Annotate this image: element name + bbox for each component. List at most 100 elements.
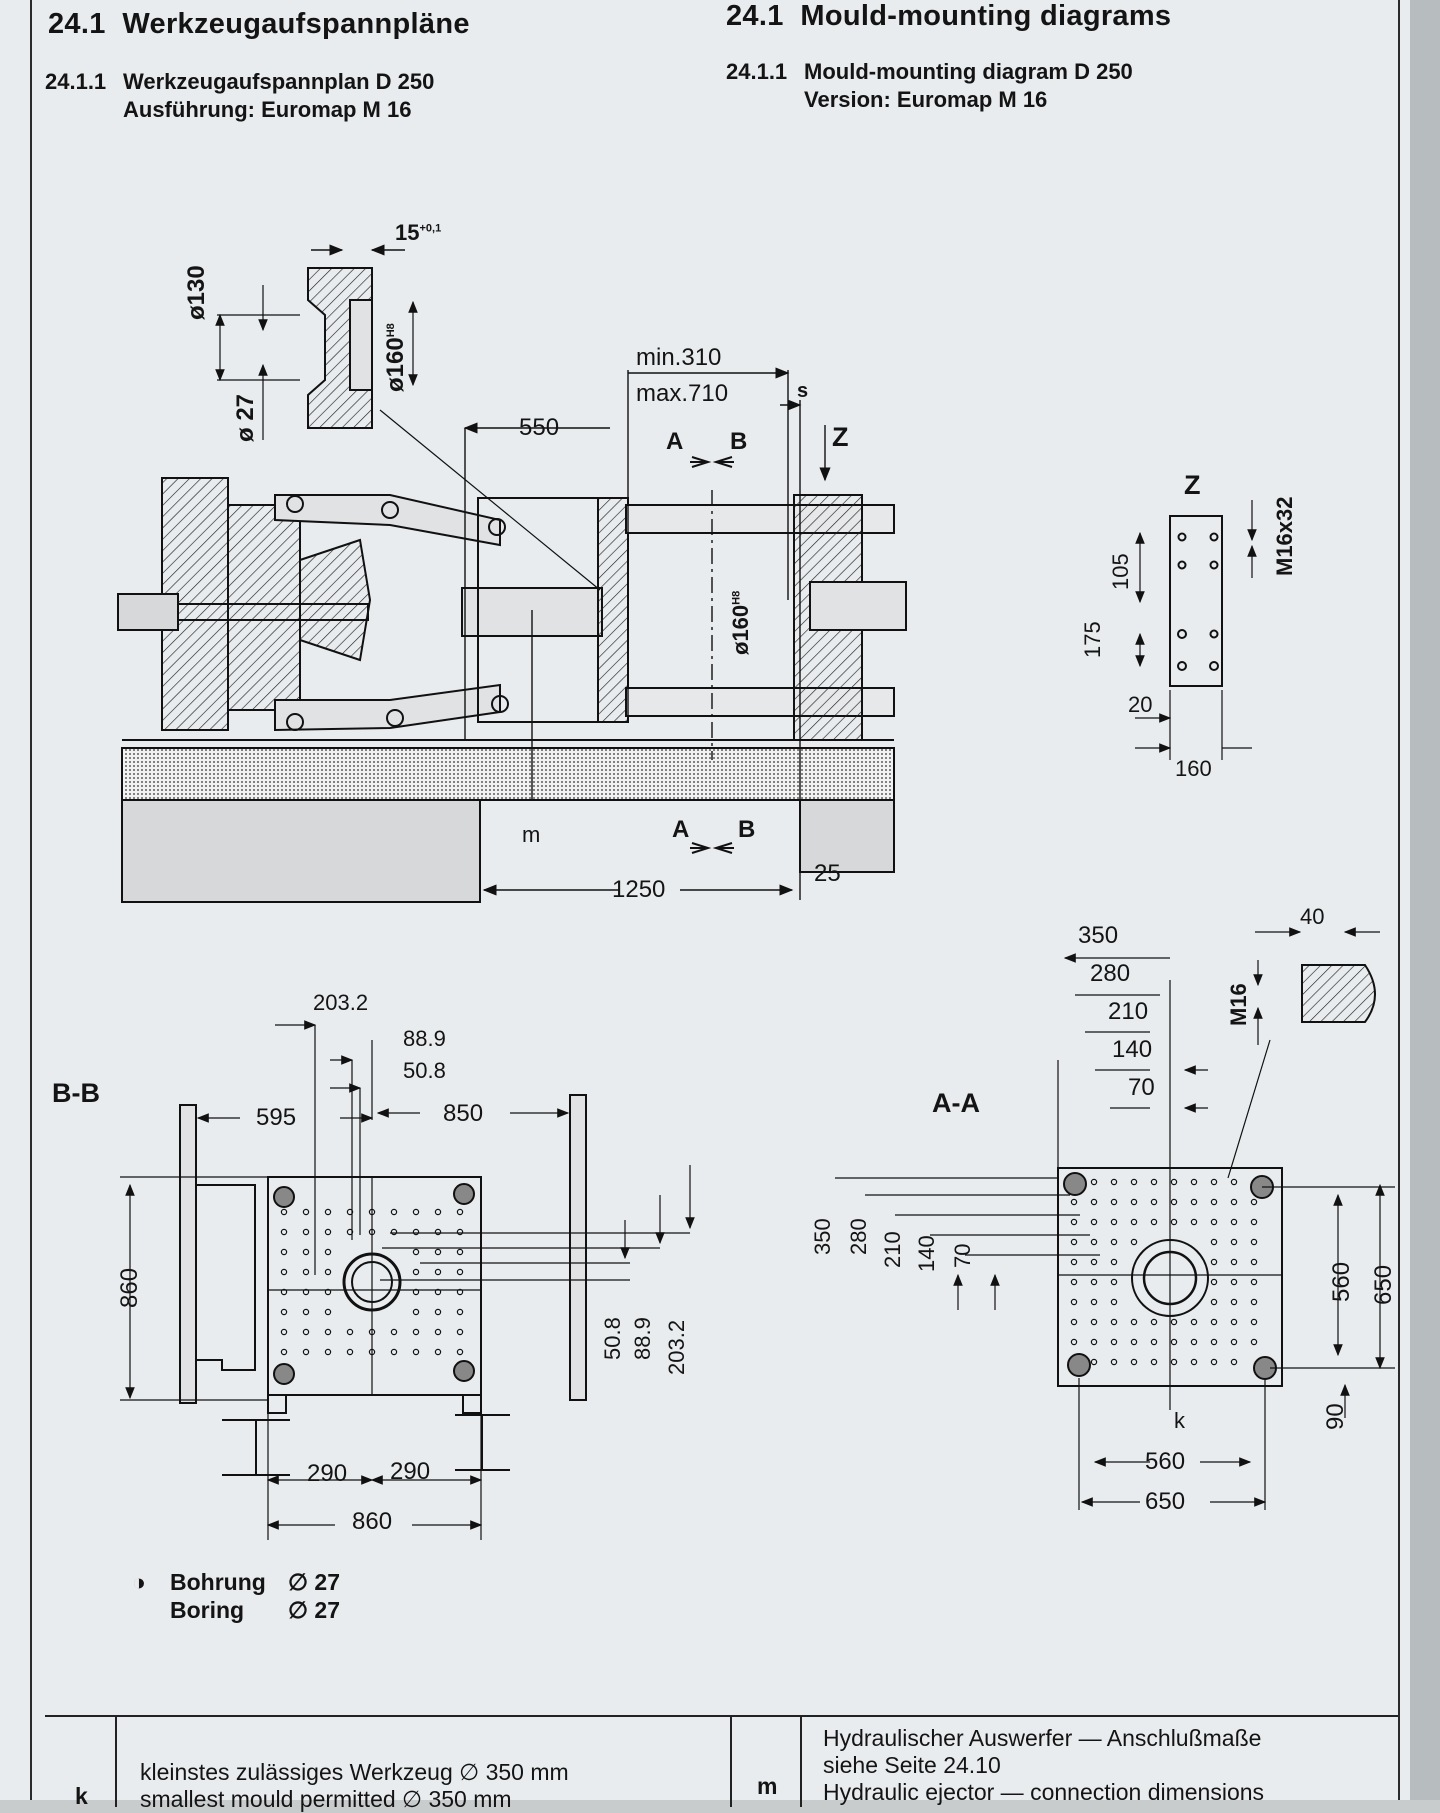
mounting-hole [1230,1258,1238,1266]
mounting-hole [324,1208,332,1216]
en-section-heading: 24.1 Mould-mounting diagrams [726,0,1171,33]
mounting-hole [1230,1178,1238,1186]
mounting-hole [1090,1358,1098,1366]
aa-dim-280-v: 280 [846,1218,871,1255]
mounting-hole [1090,1178,1098,1186]
detail-z-160: 160 [1175,756,1212,781]
mounting-hole [1210,1218,1218,1226]
mounting-hole [280,1308,288,1316]
bb-dim-50-8-top: 50.8 [403,1058,446,1083]
mounting-hole [1110,1218,1118,1226]
mounting-hole [1250,1218,1258,1226]
legend-en-value: ∅ 27 [288,1597,341,1623]
mounting-hole [1090,1218,1098,1226]
aa-dim-70: 70 [1128,1074,1155,1101]
mounting-hole [324,1328,332,1336]
label-m: m [522,822,541,847]
mounting-hole [302,1328,310,1336]
mounting-hole [1110,1238,1118,1246]
label-s: s [797,380,809,402]
en-section-number: 24.1 [726,0,784,32]
mounting-hole [324,1248,332,1256]
section-b-top: B [730,428,748,455]
footer-divider-2 [730,1717,732,1807]
footer-m-letter: m [757,1773,778,1799]
mounting-hole [1150,1198,1158,1206]
legend: ◑Bohrung∅ 27 Boring∅ 27 [132,1568,340,1624]
section-bb-view [120,1020,695,1540]
detail-z-20: 20 [1128,692,1153,717]
en-sub-title-line1: Mould-mounting diagram D 250 [804,59,1133,84]
en-sub-number: 24.1.1 [726,59,788,84]
mounting-hole [434,1288,442,1296]
mounting-hole [1070,1298,1078,1306]
mounting-hole [1170,1198,1178,1206]
mounting-hole [434,1308,442,1316]
mounting-hole [302,1288,310,1296]
footer-m-text-3: Hydraulic ejector — connection dimension… [823,1779,1265,1805]
label-z: Z [832,422,849,452]
mounting-hole [1250,1318,1258,1326]
de-section-title: Werkzeugaufspannpläne [122,8,470,40]
machine-bed [121,747,895,801]
mounting-hole [1090,1198,1098,1206]
mounting-hole [1230,1218,1238,1226]
mounting-hole [1230,1358,1238,1366]
mounting-hole [1070,1218,1078,1226]
side-view [117,244,907,903]
aa-label-k: k [1174,1408,1185,1433]
mounting-hole [390,1348,398,1356]
mounting-hole [1070,1278,1078,1286]
mounting-hole [1250,1198,1258,1206]
bb-dim-850: 850 [443,1100,484,1127]
mounting-hole [302,1208,310,1216]
mounting-hole [1090,1238,1098,1246]
mounting-hole [1110,1178,1118,1186]
mounting-hole [1170,1178,1178,1186]
footer-m-text-1: Hydraulischer Auswerfer — Anschlußmaße [823,1725,1262,1751]
mounting-hole [1130,1338,1138,1346]
mounting-hole [1090,1258,1098,1266]
legend-de-value: ∅ 27 [288,1569,341,1595]
section-bb-title: B-B [52,1078,100,1108]
mounting-hole [1230,1298,1238,1306]
tie-bar-left [179,1104,197,1404]
mounting-hole [346,1348,354,1356]
aa-dim-140: 140 [1112,1036,1153,1063]
mounting-hole [1190,1218,1198,1226]
mounting-hole [1190,1178,1198,1186]
moving-platen [597,497,629,723]
aa-dim-210: 210 [1108,998,1149,1025]
mounting-hole [1130,1178,1138,1186]
mounting-hole [302,1268,310,1276]
mounting-hole [434,1208,442,1216]
detail-z-title: Z [1184,470,1201,500]
machine-base-right [799,799,895,873]
mounting-hole [1090,1318,1098,1326]
footer-k-text-de: kleinstes zulässiges Werkzeug ∅ 350 mm [140,1759,569,1785]
mounting-hole [1110,1198,1118,1206]
bb-dim-88-9-right: 88.9 [630,1317,655,1360]
mounting-hole [1230,1338,1238,1346]
mounting-hole [1210,1298,1218,1306]
aa-dim-650-h: 650 [1145,1488,1186,1515]
dim-d27: ø 27 [232,393,259,442]
aa-dim-280: 280 [1090,960,1131,987]
mounting-hole [1190,1198,1198,1206]
mounting-hole [456,1268,464,1276]
mounting-hole [1150,1218,1158,1226]
mounting-hole [434,1228,442,1236]
dim-max: max.710 [636,380,729,407]
detail-z-plate [1169,515,1223,687]
section-a-bottom: A [672,816,690,843]
mounting-hole [1070,1338,1078,1346]
mounting-hole [412,1208,420,1216]
mounting-hole [368,1208,376,1216]
dim-center-d160: ø160H8 [728,590,753,655]
mounting-hole [280,1248,288,1256]
aa-dim-40: 40 [1300,904,1325,929]
dim-min: min.310 [636,344,722,371]
mounting-hole [412,1248,420,1256]
